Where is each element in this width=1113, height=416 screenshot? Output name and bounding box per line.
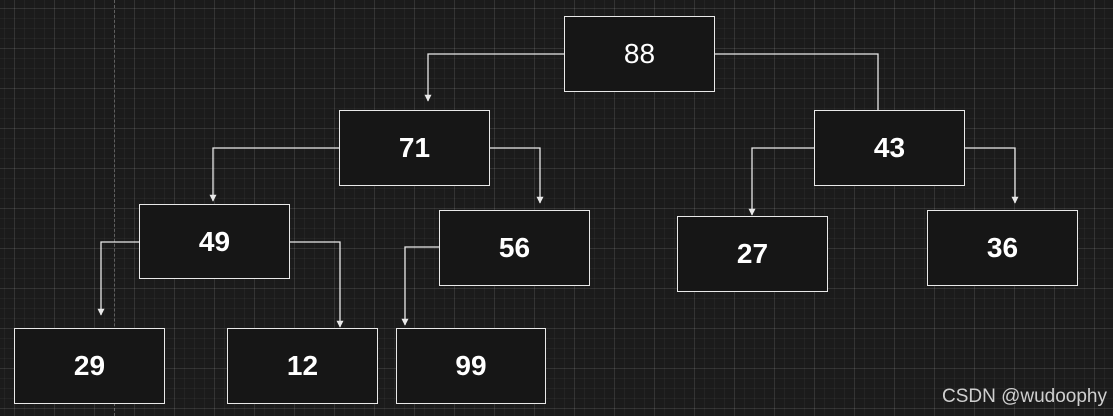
node-99[interactable]: 99 [396,328,546,404]
node-29[interactable]: 29 [14,328,165,404]
edge-56-99 [401,246,439,326]
node-27[interactable]: 27 [677,216,828,292]
edge-43-27 [748,147,814,216]
edge-43-36 [964,147,1019,204]
edge-49-29 [97,241,139,316]
node-43[interactable]: 43 [814,110,965,186]
node-49[interactable]: 49 [139,204,290,279]
edge-71-56 [489,147,544,204]
watermark: CSDN @wudoophy [941,386,1107,407]
edge-71-49 [209,147,339,202]
guide-line [114,0,115,416]
node-56[interactable]: 56 [439,210,590,286]
node-36[interactable]: 36 [927,210,1078,286]
node-88[interactable]: 88 [564,16,715,92]
edge-88-43 [714,53,882,118]
node-12[interactable]: 12 [227,328,378,404]
edge-49-12 [289,241,344,328]
node-71[interactable]: 71 [339,110,490,186]
edge-88-71 [424,53,564,102]
